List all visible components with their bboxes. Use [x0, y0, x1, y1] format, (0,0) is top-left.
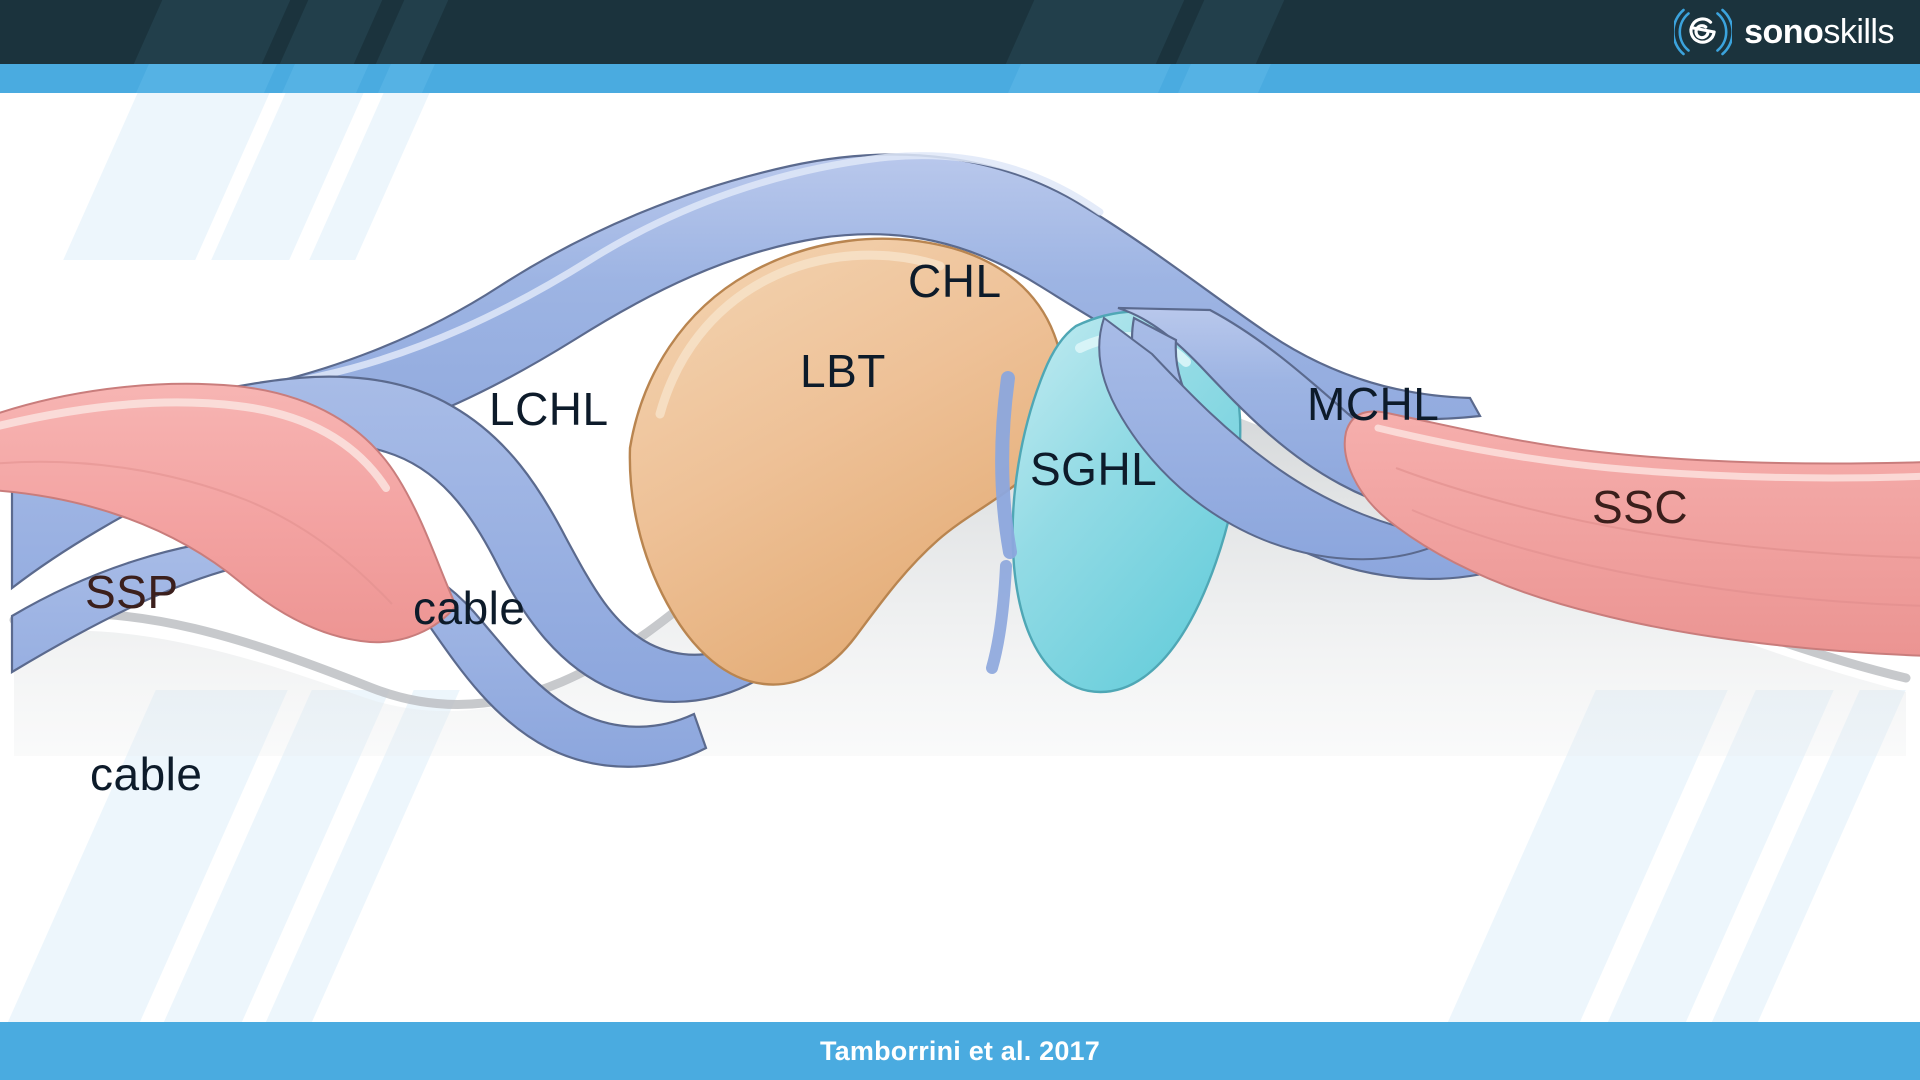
label-lchl: LCHL — [489, 383, 609, 435]
ssc-tendon — [1343, 410, 1920, 657]
ssp-fiber — [0, 460, 393, 605]
citation-text: Tamborrini et al. 2017 — [819, 1035, 1100, 1066]
ssc-fiber-1 — [1395, 467, 1920, 559]
ssc-highlight — [1374, 424, 1920, 482]
anatomy-figure: CHL LCHL LBT SGHL MCHL SSC SSP cable cab… — [0, 96, 1920, 808]
header-bar — [0, 0, 1920, 64]
label-cable-lower: cable — [90, 748, 203, 800]
sono-spiral-waves-icon — [1674, 8, 1733, 56]
header-chevron-decor — [104, 0, 304, 64]
brand-name-regular: skills — [1823, 13, 1894, 51]
stripe-chevron-decor — [994, 64, 1180, 93]
footer-bar: Tamborrini et al. 2017 — [0, 1022, 1920, 1080]
stripe-chevron-decor — [1164, 64, 1280, 93]
label-ssp: SSP — [85, 566, 179, 618]
label-sghl: SGHL — [1030, 443, 1158, 495]
label-ssc: SSC — [1592, 481, 1689, 533]
label-mchl: MCHL — [1307, 378, 1440, 430]
lbt-highlight — [655, 250, 945, 419]
ssp-highlight — [0, 398, 390, 492]
shoulder-cross-section-illustration — [0, 152, 1920, 768]
label-cable-upper: cable — [413, 582, 526, 634]
lbt-sghl-septum — [995, 371, 1017, 559]
lbt-sghl-septum-lower — [986, 560, 1012, 674]
header-chevron-decor — [976, 0, 1198, 64]
brand-logo[interactable]: sonoskills — [1674, 4, 1894, 60]
accent-stripe — [0, 64, 1920, 93]
stripe-chevron-decor — [122, 64, 286, 93]
stripe-chevron-decor — [268, 64, 378, 93]
ssp-tendon — [0, 382, 458, 644]
stripe-chevron-decor — [364, 64, 444, 93]
label-lbt: LBT — [800, 345, 886, 397]
brand-logo-text: sonoskills — [1744, 15, 1894, 49]
bone-shadow — [14, 386, 1906, 756]
label-chl: CHL — [908, 255, 1002, 307]
brand-name-bold: sono — [1744, 13, 1824, 51]
ssc-fiber-2 — [1411, 509, 1920, 607]
